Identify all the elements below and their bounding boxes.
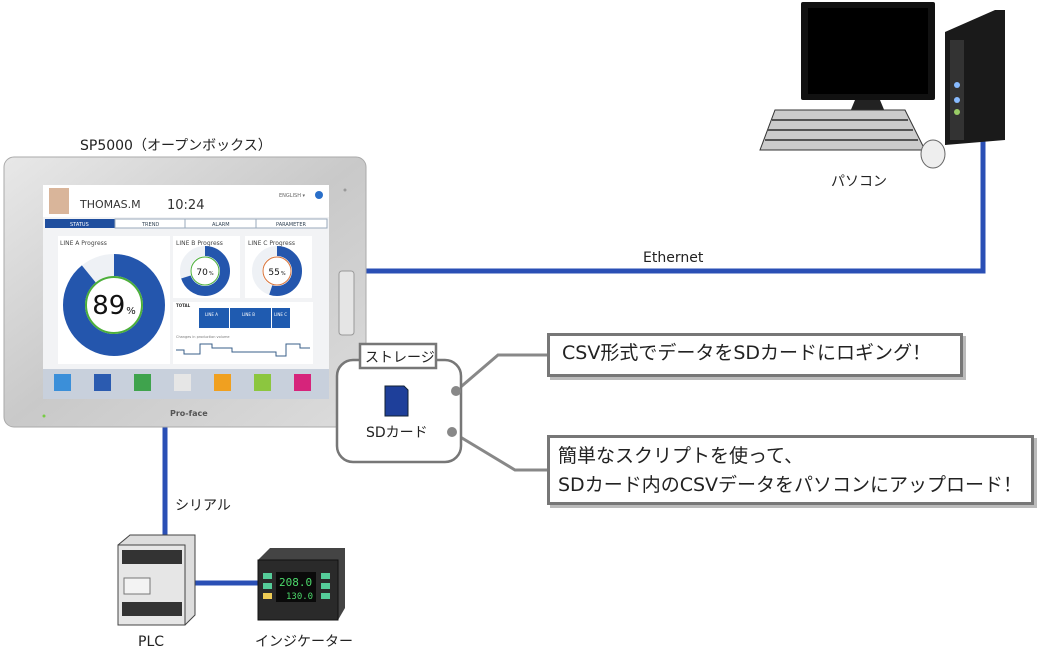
bar-line-b-label: LINE B — [242, 312, 255, 317]
hmi-device: Pro-face THOMAS.M 10:24 ENGLISH ▾ STATUS… — [3, 156, 367, 428]
line-a-unit: % — [126, 306, 136, 317]
trend-line — [176, 343, 310, 357]
app-list-icon[interactable] — [294, 374, 311, 391]
sd-card-label: SDカード — [366, 425, 428, 441]
storage-tag-label: ストレージ — [365, 350, 435, 366]
indicator-label: インジケーター — [255, 634, 353, 650]
storage-tag — [358, 342, 438, 370]
hmi-side-button — [338, 270, 355, 336]
line-b-readout: 70% — [196, 268, 213, 278]
pc-illustration — [759, 2, 1005, 169]
app-play-icon[interactable] — [214, 374, 231, 391]
indicator-value-2: 130.0 — [286, 592, 313, 602]
line-b-value: 70 — [196, 268, 208, 278]
tab-status-label[interactable]: STATUS — [70, 222, 89, 228]
line-a-ring — [85, 276, 143, 334]
app-viewer-icon[interactable] — [174, 374, 191, 391]
app-excel-icon[interactable] — [134, 374, 151, 391]
line-b-unit: % — [209, 271, 214, 277]
callout-logging-text: CSV形式でデータをSDカードにロギング！ — [562, 342, 932, 364]
brand-logo: Pro-face — [170, 409, 208, 418]
clock: 10:24 — [167, 198, 204, 213]
hmi-title: SP5000（オープンボックス） — [80, 138, 272, 154]
line-b-label: LINE B Progress — [176, 240, 223, 247]
line-a-gauge — [63, 254, 165, 356]
line-b-ring — [190, 256, 220, 286]
callout-logging: CSV形式でデータをSDカードにロギング！ — [547, 333, 963, 377]
indicator-value-1: 208.0 — [279, 576, 312, 589]
callout-upload: 簡単なスクリプトを使って、 SDカード内のCSVデータをパソコンにアップロード！ — [547, 435, 1034, 505]
plc-illustration — [117, 534, 196, 626]
ethernet-label: Ethernet — [643, 250, 704, 266]
gear-icon[interactable] — [315, 191, 323, 199]
tab-trend[interactable]: TREND — [141, 222, 159, 228]
plc-label: PLC — [138, 634, 164, 650]
app-edit-icon[interactable] — [254, 374, 271, 391]
line-c-ring — [262, 256, 292, 286]
app-word-icon[interactable] — [94, 374, 111, 391]
sd-card-icon — [384, 385, 409, 417]
line-a-value: 89 — [92, 291, 125, 321]
line-c-gauge — [252, 246, 302, 296]
trend-label: Changes in production volume — [176, 335, 230, 339]
callout-upload-line-2: SDカード内のCSVデータをパソコンにアップロード！ — [558, 474, 1023, 496]
language-select[interactable]: ENGLISH ▾ — [279, 193, 306, 199]
indicator-illustration: 208.0 130.0 — [257, 548, 345, 621]
callout-connector-1 — [455, 353, 548, 393]
bar-line-c-label: LINE C — [274, 312, 287, 317]
bar-line-a-label: LINE A — [205, 312, 218, 317]
callout-connector-2 — [451, 430, 548, 472]
tab-status[interactable] — [45, 219, 115, 228]
bar-label: TOTAL — [176, 303, 191, 308]
line-c-unit: % — [281, 271, 286, 277]
bar-line-b — [230, 308, 271, 328]
serial-label: シリアル — [175, 498, 231, 514]
ethernet-cable — [365, 138, 986, 274]
line-c-label: LINE C Progress — [248, 240, 295, 247]
line-a-readout: 89% — [92, 291, 136, 321]
user-name: THOMAS.M — [79, 198, 141, 211]
callout-upload-line-1: 簡単なスクリプトを使って、 — [558, 445, 804, 467]
line-a-label: LINE A Progress — [60, 240, 107, 247]
line-c-value: 55 — [268, 268, 279, 278]
tab-parameter[interactable]: PARAMETER — [276, 222, 306, 228]
bar-line-a — [199, 308, 229, 328]
app-settings-icon[interactable] — [54, 374, 71, 391]
mouse — [920, 139, 946, 169]
line-c-readout: 55% — [268, 268, 285, 278]
avatar — [49, 188, 69, 214]
tab-alarm[interactable]: ALARM — [212, 222, 230, 228]
pc-label: パソコン — [831, 174, 887, 190]
bar-line-c — [272, 308, 290, 328]
line-b-gauge — [180, 246, 230, 296]
